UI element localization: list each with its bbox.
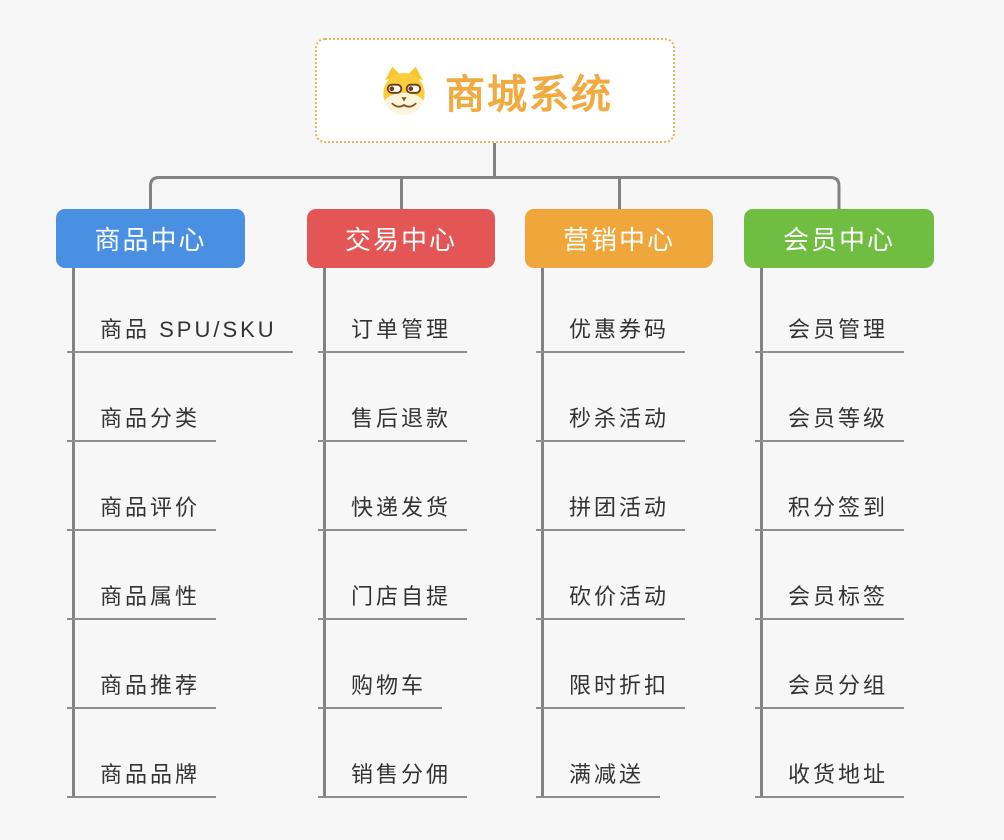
branch-node-marketing-center[interactable]: 营销中心 (525, 209, 713, 268)
root-node[interactable]: 商城系统 (315, 38, 675, 143)
leaf-node[interactable]: 购物车 (318, 671, 443, 709)
doge-icon (383, 66, 425, 114)
leaf-node[interactable]: 限时折扣 (536, 671, 686, 709)
branch-bus-line (149, 176, 841, 209)
leaf-node[interactable]: 会员分组 (755, 671, 905, 709)
leaf-node[interactable]: 商品评价 (67, 493, 217, 531)
leaf-node[interactable]: 快递发货 (318, 493, 468, 531)
leaf-node[interactable]: 收货地址 (755, 760, 905, 798)
leaf-node[interactable]: 订单管理 (318, 315, 468, 353)
leaf-node[interactable]: 会员等级 (755, 404, 905, 442)
leaf-node[interactable]: 售后退款 (318, 404, 468, 442)
leaf-node[interactable]: 砍价活动 (536, 582, 686, 620)
branch-node-trade-center[interactable]: 交易中心 (307, 209, 495, 268)
root-title: 商城系统 (445, 72, 613, 117)
leaf-node[interactable]: 销售分佣 (318, 760, 468, 798)
leaf-node[interactable]: 拼团活动 (536, 493, 686, 531)
leaf-node[interactable]: 商品品牌 (67, 760, 217, 798)
branch-label: 营销中心 (562, 225, 675, 255)
leaf-node[interactable]: 积分签到 (755, 493, 905, 531)
leaf-node[interactable]: 商品推荐 (67, 671, 217, 709)
leaf-node[interactable]: 会员标签 (755, 582, 905, 620)
branch-label: 交易中心 (344, 225, 457, 255)
leaf-node[interactable]: 优惠券码 (536, 315, 686, 353)
leaf-node[interactable]: 商品分类 (67, 404, 217, 442)
branch-node-product-center[interactable]: 商品中心 (56, 209, 245, 268)
leaf-node[interactable]: 满减送 (536, 760, 661, 798)
leaf-node[interactable]: 商品 SPU/SKU (67, 315, 293, 353)
branch-node-member-center[interactable]: 会员中心 (744, 209, 934, 268)
branch-label: 会员中心 (782, 225, 895, 255)
leaf-node[interactable]: 秒杀活动 (536, 404, 686, 442)
leaf-node[interactable]: 会员管理 (755, 315, 905, 353)
branch-label: 商品中心 (94, 225, 207, 255)
leaf-node[interactable]: 商品属性 (67, 582, 217, 620)
leaf-node[interactable]: 门店自提 (318, 582, 468, 620)
